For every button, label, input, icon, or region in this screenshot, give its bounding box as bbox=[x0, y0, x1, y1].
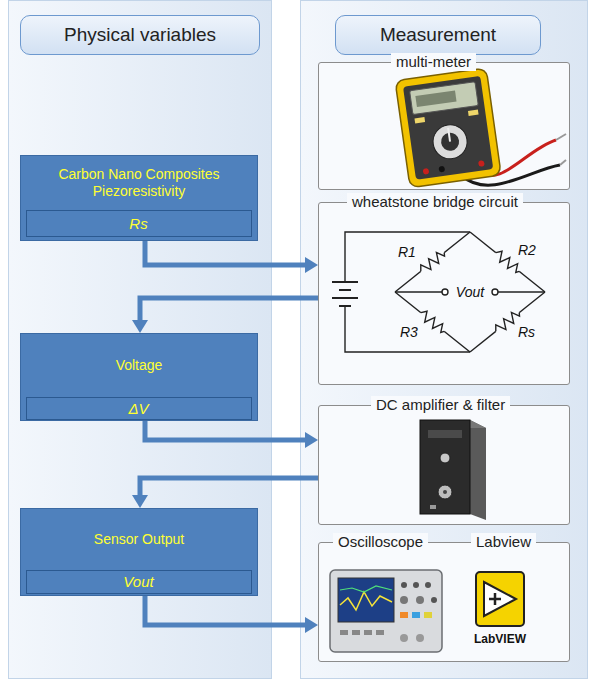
amplifier-module-picture bbox=[420, 420, 486, 520]
symbol-box: Vout bbox=[26, 570, 252, 594]
variable-box: VoltageΔV bbox=[20, 333, 258, 421]
column-heading: Physical variables bbox=[20, 15, 260, 55]
arrow-line bbox=[140, 298, 318, 322]
labview-icon bbox=[476, 572, 524, 626]
flow-arrow bbox=[132, 298, 318, 333]
symbol-box: Rs bbox=[26, 210, 252, 237]
group-title: wheatstone bridge circuit bbox=[347, 193, 523, 211]
resistor-label: Rs bbox=[518, 324, 535, 340]
column-heading: Measurement bbox=[335, 15, 541, 55]
signal-name: Vout bbox=[451, 284, 489, 300]
group-title: Labview bbox=[471, 533, 536, 551]
multimeter-picture bbox=[395, 68, 566, 188]
variable-symbol: ΔV bbox=[27, 398, 250, 418]
variable-symbol: Vout bbox=[27, 571, 250, 592]
arrow-line bbox=[140, 478, 318, 497]
arrow-head bbox=[305, 617, 318, 633]
arrow-line bbox=[145, 596, 307, 625]
symbol-box: ΔV bbox=[26, 397, 252, 420]
resistor-label: R3 bbox=[400, 324, 418, 340]
wheatstone-circuit bbox=[332, 232, 545, 352]
variable-symbol: Rs bbox=[27, 211, 250, 235]
column-panel: Physical variablesCarbon Nano Composites… bbox=[8, 0, 272, 679]
group-title: DC amplifier & filter bbox=[371, 396, 510, 414]
flow-arrow bbox=[145, 241, 318, 273]
variable-name: Sensor Output bbox=[21, 509, 257, 570]
oscilloscope-picture bbox=[330, 570, 442, 652]
arrow-head bbox=[132, 320, 148, 333]
flow-arrow bbox=[132, 478, 318, 508]
variable-box: Carbon Nano Composites PiezoresistivityR… bbox=[20, 155, 258, 241]
variable-name: Carbon Nano Composites Piezoresistivity bbox=[21, 156, 257, 210]
group-title: Oscilloscope bbox=[333, 533, 428, 551]
resistor-label: R2 bbox=[518, 242, 536, 258]
group-title: multi-meter bbox=[391, 53, 476, 71]
arrow-line bbox=[145, 421, 307, 440]
arrow-head bbox=[132, 495, 148, 508]
resistor-label: R1 bbox=[398, 244, 416, 260]
flow-arrow bbox=[145, 421, 318, 448]
arrow-head bbox=[305, 257, 318, 273]
flow-arrow bbox=[145, 596, 318, 633]
arrow-head bbox=[305, 432, 318, 448]
arrow-line bbox=[145, 241, 307, 265]
logo-text: LabVIEW bbox=[462, 631, 538, 647]
variable-name: Voltage bbox=[21, 334, 257, 397]
variable-box: Sensor OutputVout bbox=[20, 508, 258, 596]
